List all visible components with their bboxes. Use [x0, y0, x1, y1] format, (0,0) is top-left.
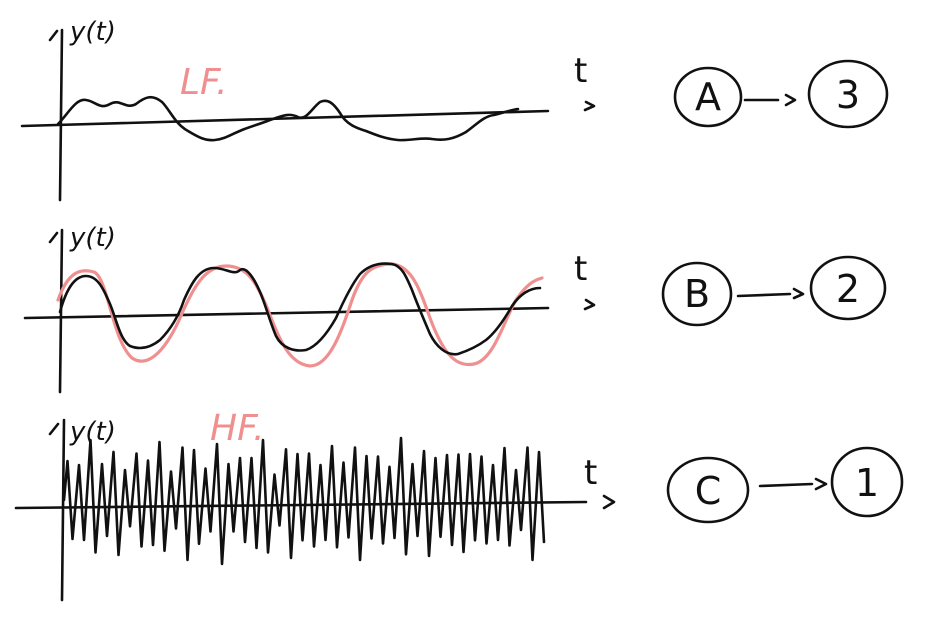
panel-3-signal [62, 436, 546, 566]
panel-3: y(t) t HF. C 1 [14, 408, 904, 602]
panel-2-x-label: t [574, 249, 587, 289]
panel-1-letter-circle [673, 66, 743, 128]
panel-2-x-axis [23, 306, 550, 320]
panel-2-y-arrow [48, 231, 59, 244]
panel-1-y-arrow [48, 29, 59, 42]
panel-2-number: 2 [836, 267, 860, 311]
panel-1-y-axis [58, 28, 64, 202]
panel-3-note: HF. [210, 408, 265, 449]
panel-2-signal [58, 262, 542, 356]
panel-1-letter: A [695, 75, 721, 119]
panel-3-letter: C [695, 469, 722, 513]
panel-3-x-arrow [602, 494, 616, 510]
panel-1-number: 3 [836, 73, 860, 117]
panel-1-x-arrow [583, 100, 596, 112]
panel-1-x-label: t [574, 51, 587, 91]
panel-1-note: LF. [180, 62, 228, 103]
panel-3-x-label: t [584, 453, 597, 493]
panel-2-letter: B [684, 272, 710, 316]
panel-2-letter-circle [661, 261, 733, 327]
panel-2: y(t) t B 2 [23, 223, 887, 394]
panel-3-y-axis [60, 418, 66, 602]
panel-1-x-axis [20, 109, 550, 128]
panel-1: y(t) t LF. A 3 [20, 17, 889, 202]
panel-2-reference-sine [56, 262, 544, 368]
panel-1-number-circle [807, 59, 889, 129]
panel-1-y-label: y(t) [69, 17, 116, 47]
panel-3-number: 1 [855, 461, 879, 505]
panel-2-arrow [736, 287, 805, 300]
panel-3-number-circle [830, 446, 904, 518]
panel-2-x-arrow [583, 298, 596, 311]
panel-3-y-label: y(t) [69, 417, 116, 447]
panel-2-number-circle [809, 255, 887, 321]
panel-3-arrow [758, 477, 828, 491]
panel-3-letter-circle [666, 456, 750, 524]
panel-1-signal [56, 95, 520, 142]
panel-2-y-label: y(t) [69, 223, 116, 253]
panel-1-arrow [743, 93, 797, 107]
panel-3-y-arrow [48, 422, 60, 436]
